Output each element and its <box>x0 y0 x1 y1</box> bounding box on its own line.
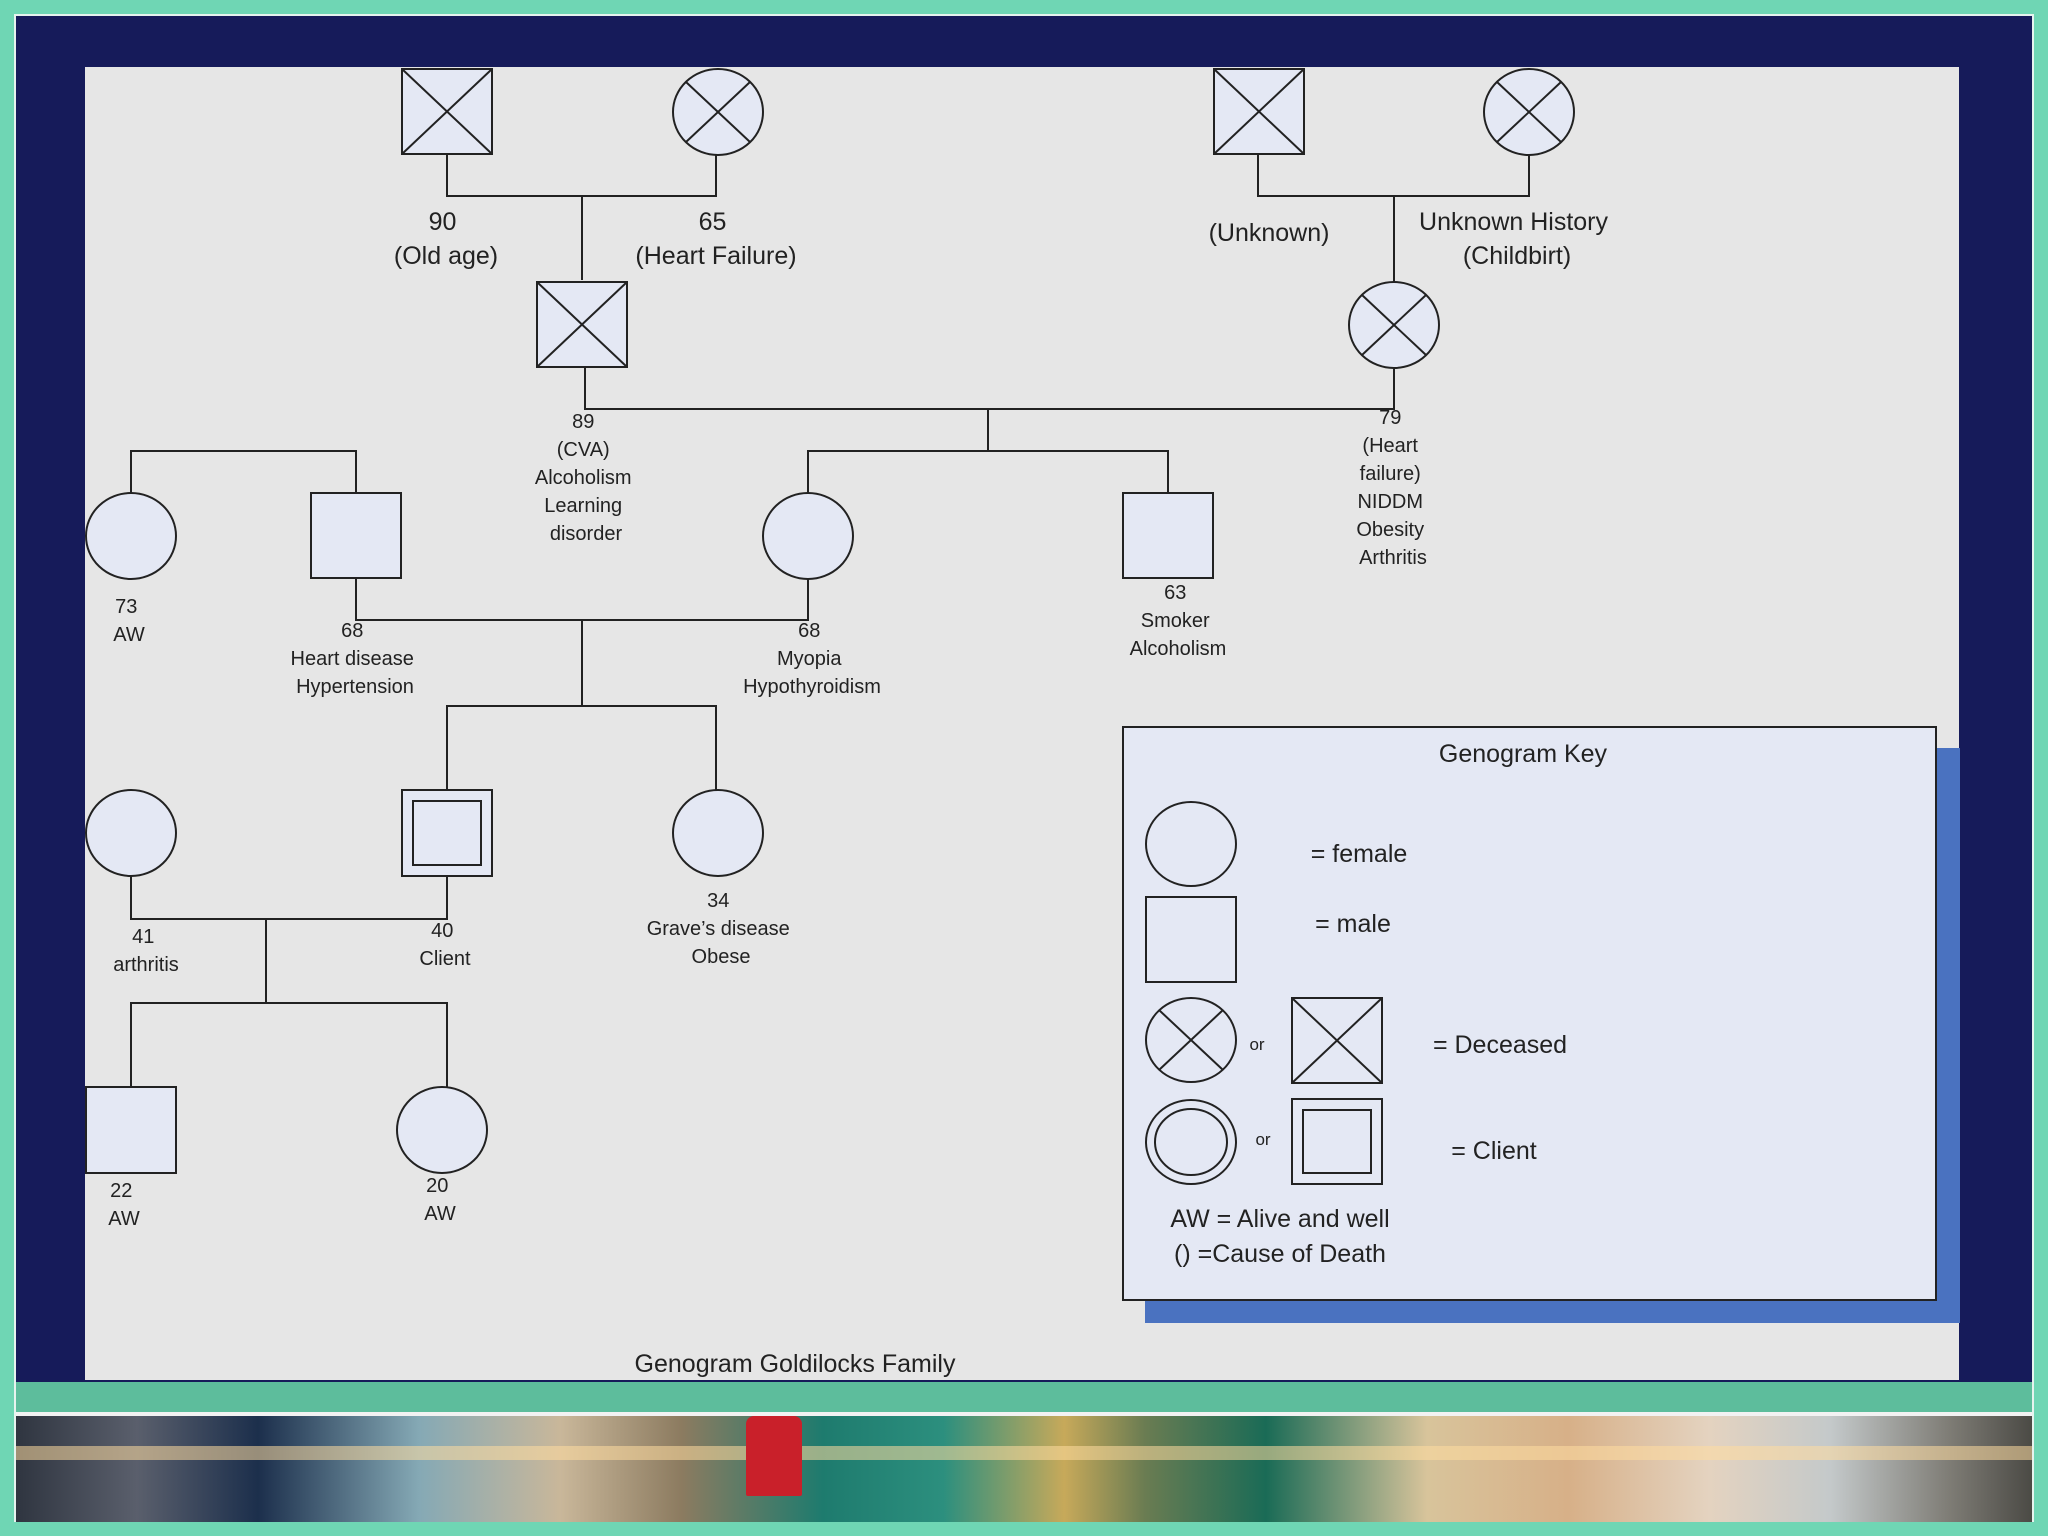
banner-photo <box>16 1412 2032 1522</box>
label-gm: 79 (Heart failure) NIDDM Obesity Arthrit… <box>1356 407 1429 569</box>
label-father: 68 Heart disease Hypertension <box>291 620 420 698</box>
key-deceased-female-symbol <box>1145 997 1237 1083</box>
key-client-female-symbol <box>1145 1099 1237 1185</box>
footer-band <box>16 1382 2032 1412</box>
key-or-2: or <box>1255 1130 1270 1149</box>
genogram-key: Genogram Key = female = male or = Deceas… <box>1122 726 1960 1323</box>
key-female-symbol <box>1145 801 1237 887</box>
label-son: 22 AW <box>108 1180 140 1230</box>
diagram-title: Genogram Goldilocks Family <box>635 1350 956 1378</box>
connector-lines <box>130 154 1530 1087</box>
label-sister: 34 Grave’s disease Obese <box>647 890 796 968</box>
key-female-label: = female <box>1311 840 1408 868</box>
aunt-female <box>85 492 177 580</box>
grandfather <box>536 281 628 368</box>
key-client-label: = Client <box>1451 1137 1537 1165</box>
key-or-1: or <box>1249 1035 1264 1054</box>
label-mother: 68 Myopia Hypothyroidism <box>743 620 881 698</box>
paternal-grandfather <box>401 68 493 155</box>
key-heading: Genogram Key <box>1439 740 1608 768</box>
label-mgm: Unknown History (Childbirt) <box>1419 208 1615 270</box>
son-male <box>85 1086 177 1174</box>
key-male-label: = male <box>1315 910 1391 938</box>
father-male <box>310 492 402 579</box>
label-mgf: (Unknown) <box>1209 219 1330 247</box>
mother-female <box>762 492 854 580</box>
daughter-female <box>396 1086 488 1174</box>
grandmother <box>1348 281 1440 369</box>
siren-light-icon <box>746 1416 802 1496</box>
label-daughter: 20 AW <box>424 1175 456 1225</box>
wife-female <box>85 789 177 877</box>
label-uncle: 63 Smoker Alcoholism <box>1130 582 1227 660</box>
key-aw-note: AW = Alive and well <box>1170 1205 1389 1233</box>
paternal-grandmother <box>672 68 764 156</box>
label-pgf: 90 (Old age) <box>394 208 498 270</box>
sister-female <box>672 789 764 877</box>
uncle-male <box>1122 492 1214 579</box>
label-pgm: 65 (Heart Failure) <box>635 208 796 270</box>
key-client-male-symbol <box>1291 1098 1383 1185</box>
key-male-symbol <box>1145 896 1237 983</box>
key-cause-note: () =Cause of Death <box>1174 1240 1386 1268</box>
banner-stripe <box>16 1446 2032 1460</box>
maternal-grandmother <box>1483 68 1575 156</box>
label-gf: 89 (CVA) Alcoholism Learning disorder <box>535 411 637 545</box>
maternal-grandfather <box>1213 68 1305 155</box>
key-panel <box>1122 726 1937 1301</box>
key-deceased-label: = Deceased <box>1433 1031 1567 1059</box>
client-male <box>401 789 493 877</box>
label-client: 40 Client <box>419 920 471 970</box>
key-deceased-male-symbol <box>1291 997 1383 1084</box>
label-aunt: 73 AW <box>113 596 145 646</box>
label-wife: 41 arthritis <box>113 926 179 976</box>
